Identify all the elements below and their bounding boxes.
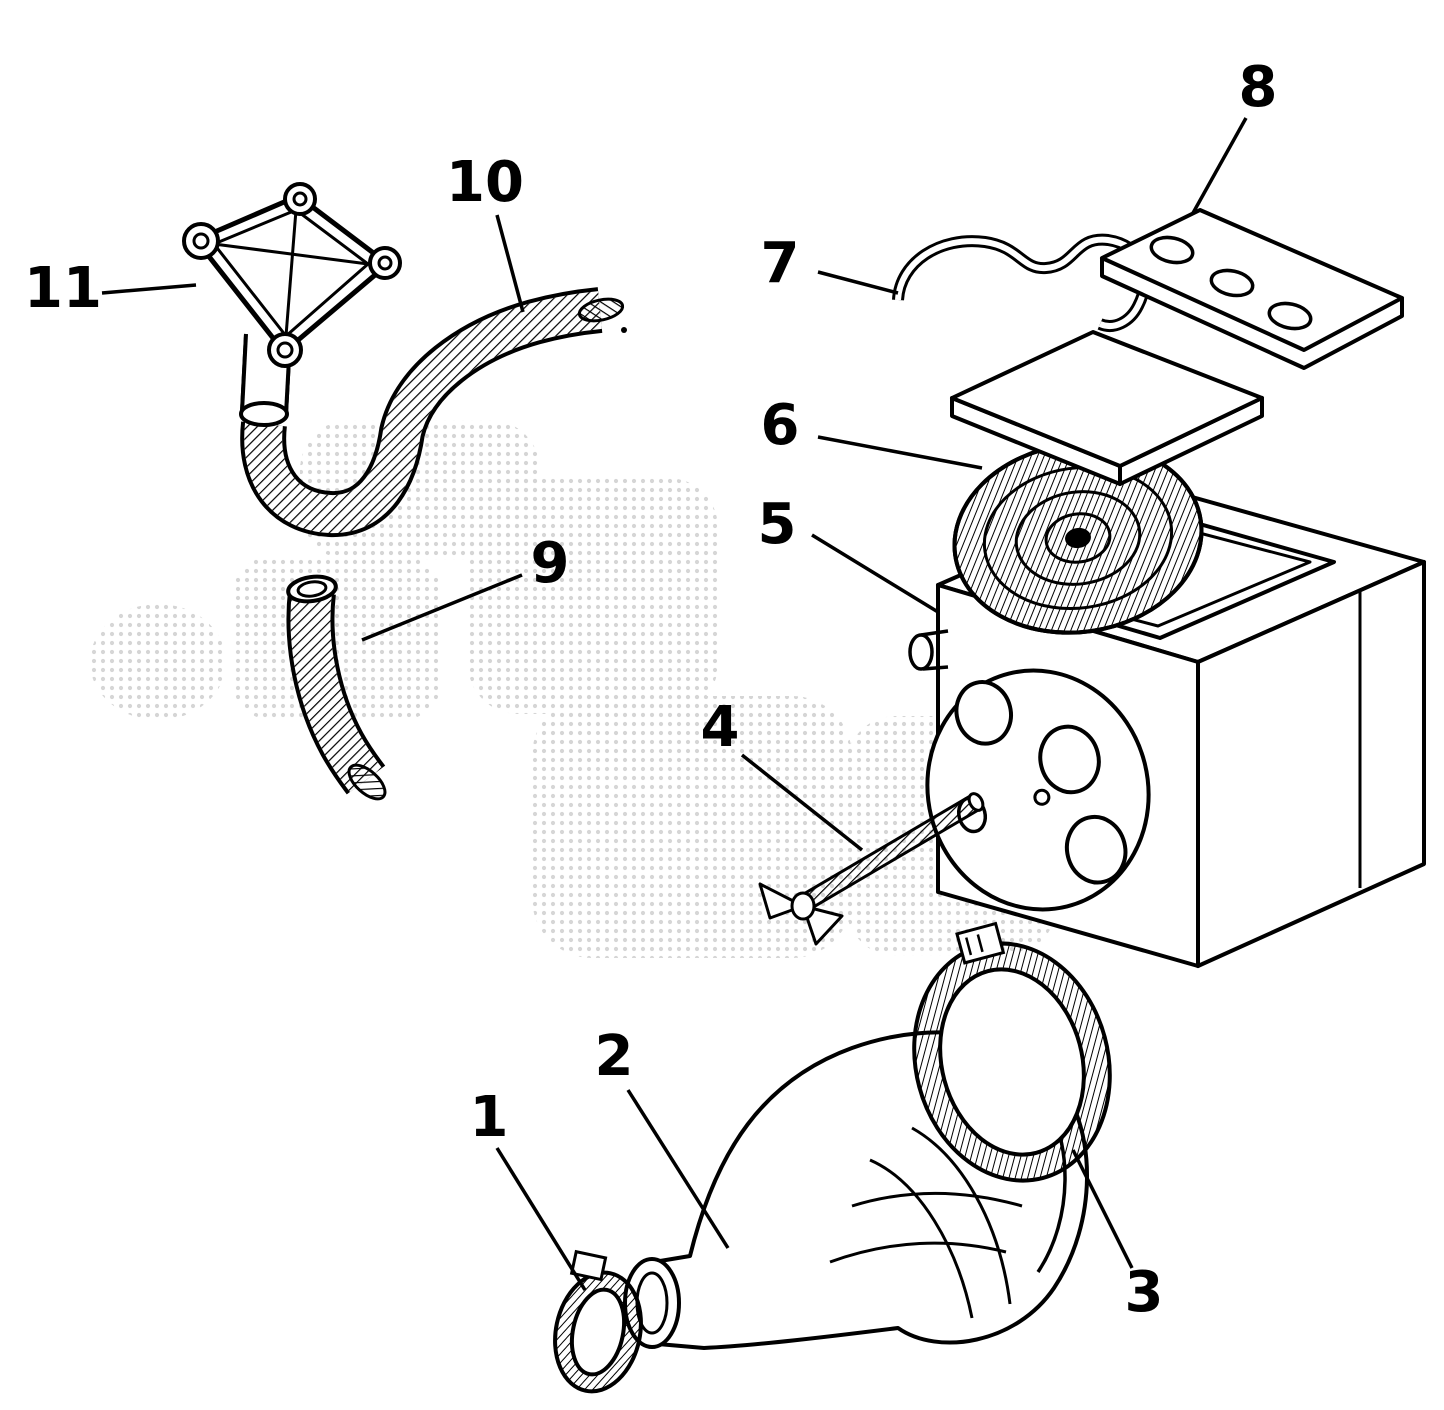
callout-label-2: 2 [595, 1024, 634, 1089]
callout-label-4: 4 [701, 695, 740, 760]
part-4-bolt [758, 792, 985, 946]
part-9-hose [286, 574, 387, 801]
part-8-cover-plate [1100, 208, 1404, 370]
part-1-hose-clamp [553, 1249, 643, 1394]
callout-label-3: 3 [1125, 1260, 1164, 1325]
callout-1: 1 [470, 1085, 587, 1291]
filter-cover-lid [950, 330, 1264, 486]
callout-3: 3 [1071, 1149, 1164, 1325]
callout-5: 5 [758, 492, 939, 614]
part-10-hose [240, 287, 627, 537]
callout-8: 8 [1191, 55, 1278, 214]
callout-label-8: 8 [1239, 55, 1278, 120]
callouts: 1 2 3 4 5 6 7 8 [24, 55, 1277, 1325]
callout-label-9: 9 [531, 531, 570, 596]
part-11-intake-flange [182, 182, 402, 427]
callout-label-11: 11 [24, 256, 102, 321]
callout-label-5: 5 [758, 492, 797, 557]
callout-label-7: 7 [761, 231, 800, 296]
housing-stub [908, 629, 949, 671]
hose-cut-end [347, 763, 387, 801]
wing-nut [758, 882, 844, 946]
callout-9: 9 [361, 531, 570, 642]
part-7-retainer-wire [892, 233, 1151, 332]
callout-label-6: 6 [761, 393, 800, 458]
housing-mount-face [925, 668, 1151, 912]
clamp-screw-housing [569, 1249, 608, 1282]
callout-10: 10 [446, 150, 525, 313]
callout-4: 4 [701, 695, 864, 852]
part-3-hose-clamp [912, 921, 1112, 1183]
flange-bolt-ears [182, 182, 402, 368]
callout-11: 11 [24, 256, 197, 321]
callout-7: 7 [761, 231, 899, 296]
callout-label-1: 1 [470, 1085, 509, 1150]
callout-2: 2 [595, 1024, 730, 1249]
callout-label-10: 10 [446, 150, 524, 215]
hose-cut-end [577, 297, 625, 323]
callout-6: 6 [761, 393, 983, 470]
